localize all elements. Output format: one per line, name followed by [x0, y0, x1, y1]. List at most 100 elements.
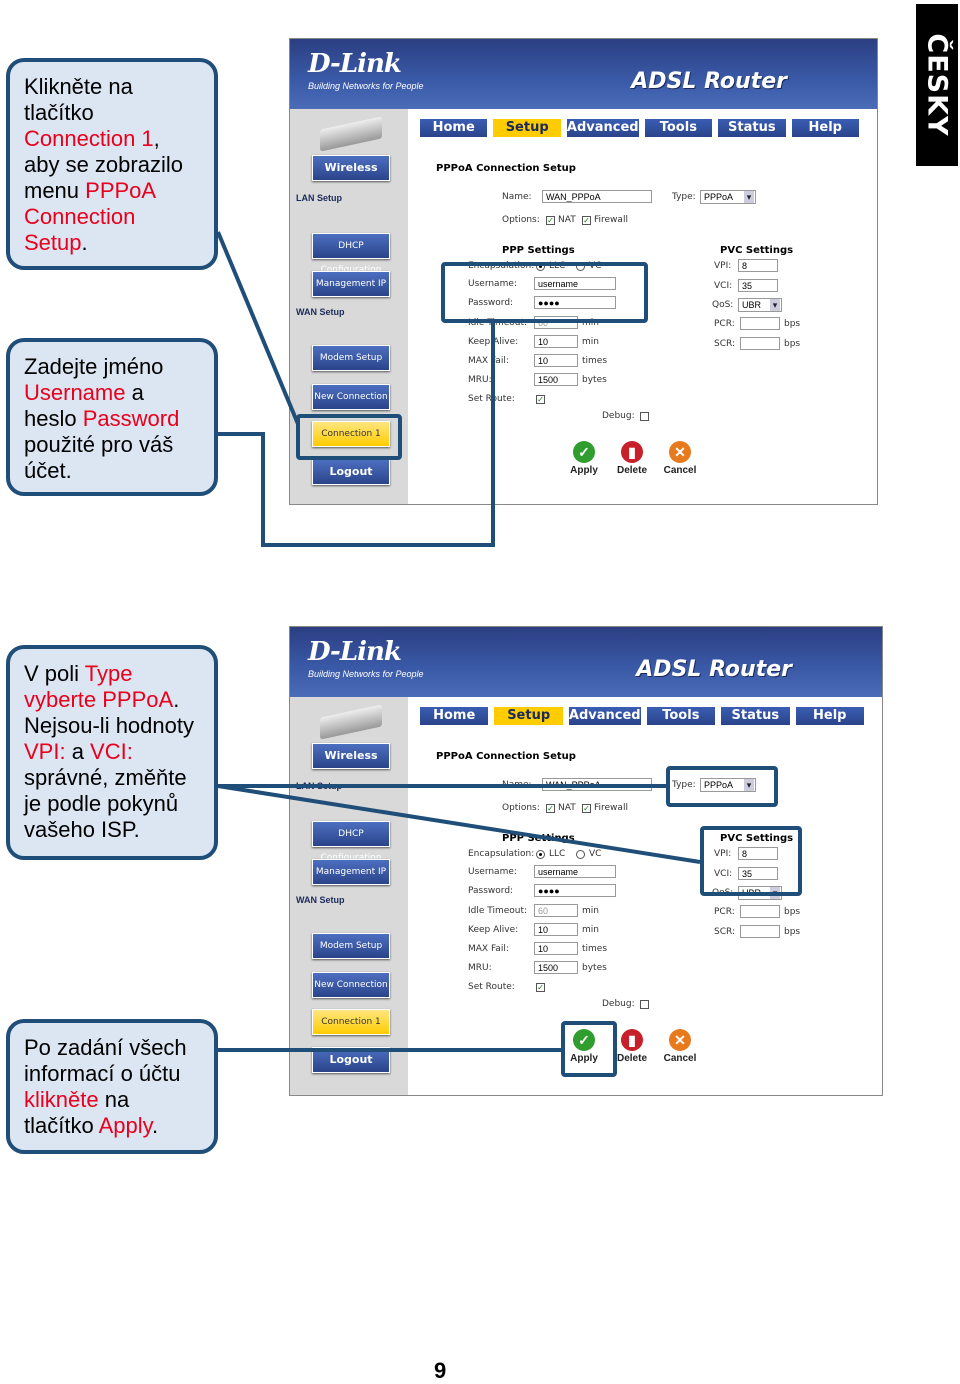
type-select[interactable]: PPPoA — [700, 778, 756, 792]
qos-select[interactable]: UBR — [738, 298, 782, 312]
firewall-checkbox[interactable]: ✓ — [582, 804, 591, 813]
type-select[interactable]: PPPoA — [700, 190, 756, 204]
connector-callout1 — [216, 231, 300, 425]
delete-button[interactable]: ▮ Delete — [610, 1029, 654, 1064]
username-input[interactable]: username — [534, 865, 616, 878]
dhcp-button[interactable]: DHCP Configuration — [312, 233, 390, 275]
form-title: PPPoA Connection Setup — [436, 751, 576, 762]
callout-text: Klikněte na tlačítko — [24, 74, 133, 125]
tab-home[interactable]: Home — [420, 119, 488, 137]
callout-highlight-text: Password — [82, 406, 180, 431]
vpi-input[interactable]: 8 — [738, 259, 778, 272]
vci-input[interactable]: 35 — [738, 279, 778, 292]
scr-input[interactable] — [740, 337, 780, 350]
scr-label: SCR: — [714, 927, 736, 937]
modem-setup-button[interactable]: Modem Setup — [312, 933, 390, 959]
nat-checkbox[interactable]: ✓ — [546, 804, 555, 813]
name-label: Name: — [502, 192, 532, 202]
callout-text: Zadejte jméno — [24, 354, 164, 379]
debug-checkbox[interactable] — [640, 412, 649, 421]
dlink-logo: D-Link — [308, 637, 402, 667]
pcr-input[interactable] — [740, 317, 780, 330]
cancel-button[interactable]: ✕ Cancel — [658, 441, 702, 476]
tab-home[interactable]: Home — [420, 707, 489, 725]
vc-label: VC — [589, 261, 602, 271]
callout-text: a — [65, 739, 91, 764]
management-ip-button[interactable]: Management IP — [312, 271, 390, 297]
scr-input[interactable] — [740, 925, 780, 938]
tab-setup[interactable]: Setup — [493, 119, 561, 137]
delete-button[interactable]: ▮ Delete — [610, 441, 654, 476]
callout-username-password: Zadejte jméno Username a heslo Password … — [6, 338, 218, 496]
product-title: ADSL Router — [631, 69, 787, 94]
management-ip-button[interactable]: Management IP — [312, 859, 390, 885]
delete-label: Delete — [616, 465, 647, 476]
top-nav: Home Setup Advanced Tools Status Help — [420, 707, 864, 725]
nat-label: NAT — [558, 803, 576, 813]
mru-unit: bytes — [582, 375, 607, 385]
llc-radio[interactable] — [536, 850, 545, 859]
tab-help[interactable]: Help — [795, 707, 864, 725]
connection-1-button[interactable]: Connection 1 — [312, 421, 390, 447]
wireless-button[interactable]: Wireless — [312, 743, 390, 769]
username-label: Username: — [468, 867, 517, 877]
vc-radio[interactable] — [576, 850, 585, 859]
mru-label: MRU: — [468, 963, 492, 973]
apply-button[interactable]: ✓ Apply — [562, 1029, 606, 1064]
mru-input[interactable]: 1500 — [534, 961, 578, 974]
logout-button[interactable]: Logout — [312, 459, 390, 485]
callout-text: . — [152, 1113, 159, 1138]
vpi-input[interactable]: 8 — [738, 847, 778, 860]
tab-tools[interactable]: Tools — [646, 707, 716, 725]
options-label: Options: — [502, 215, 540, 225]
pcr-label: PCR: — [714, 319, 735, 329]
firewall-label: Firewall — [594, 803, 628, 813]
password-input[interactable]: ●●●● — [534, 296, 616, 309]
mru-label: MRU: — [468, 375, 492, 385]
encapsulation-label: Encapsulation: — [468, 261, 535, 271]
keep-alive-input[interactable]: 10 — [534, 335, 578, 348]
new-connection-button[interactable]: New Connection — [312, 384, 390, 410]
tab-advanced[interactable]: Advanced — [566, 119, 639, 137]
callout-text: použité pro váš účet. — [24, 432, 174, 483]
tab-status[interactable]: Status — [718, 119, 786, 137]
tab-status[interactable]: Status — [721, 707, 790, 725]
mru-unit: bytes — [582, 963, 607, 973]
tab-advanced[interactable]: Advanced — [568, 707, 641, 725]
name-input[interactable]: WAN_PPPoA — [542, 190, 652, 203]
apply-button[interactable]: ✓ Apply — [562, 441, 606, 476]
nat-checkbox[interactable]: ✓ — [546, 216, 555, 225]
mru-input[interactable]: 1500 — [534, 373, 578, 386]
set-route-checkbox[interactable]: ✓ — [536, 983, 545, 992]
callout-connection: Klikněte na tlačítko Connection 1, aby s… — [6, 58, 218, 270]
debug-checkbox[interactable] — [640, 1000, 649, 1009]
dlink-logo: D-Link — [308, 49, 402, 79]
cancel-label: Cancel — [663, 1053, 697, 1064]
max-fail-input[interactable]: 10 — [534, 354, 578, 367]
cancel-x-icon: ✕ — [669, 441, 691, 463]
pcr-input[interactable] — [740, 905, 780, 918]
wireless-button[interactable]: Wireless — [312, 155, 390, 181]
highlight-type — [666, 766, 778, 807]
new-connection-button[interactable]: New Connection — [312, 972, 390, 998]
dhcp-button[interactable]: DHCP Configuration — [312, 821, 390, 863]
idle-timeout-label: Idle Timeout: — [468, 906, 528, 916]
tab-tools[interactable]: Tools — [644, 119, 713, 137]
keep-unit: min — [582, 925, 599, 935]
tab-help[interactable]: Help — [791, 119, 859, 137]
idle-timeout-input[interactable]: 60 — [534, 904, 578, 917]
tab-setup[interactable]: Setup — [494, 707, 563, 725]
max-fail-unit: times — [582, 944, 608, 954]
vci-input[interactable]: 35 — [738, 867, 778, 880]
cancel-button[interactable]: ✕ Cancel — [658, 1029, 702, 1064]
keep-alive-input[interactable]: 10 — [534, 923, 578, 936]
firewall-checkbox[interactable]: ✓ — [582, 216, 591, 225]
max-fail-input[interactable]: 10 — [534, 942, 578, 955]
scr-label: SCR: — [714, 339, 736, 349]
connection-1-button[interactable]: Connection 1 — [312, 1009, 390, 1035]
idle-unit: min — [582, 318, 599, 328]
password-input[interactable]: ●●●● — [534, 884, 616, 897]
set-route-checkbox[interactable]: ✓ — [536, 395, 545, 404]
username-input[interactable]: username — [534, 277, 616, 290]
modem-setup-button[interactable]: Modem Setup — [312, 345, 390, 371]
